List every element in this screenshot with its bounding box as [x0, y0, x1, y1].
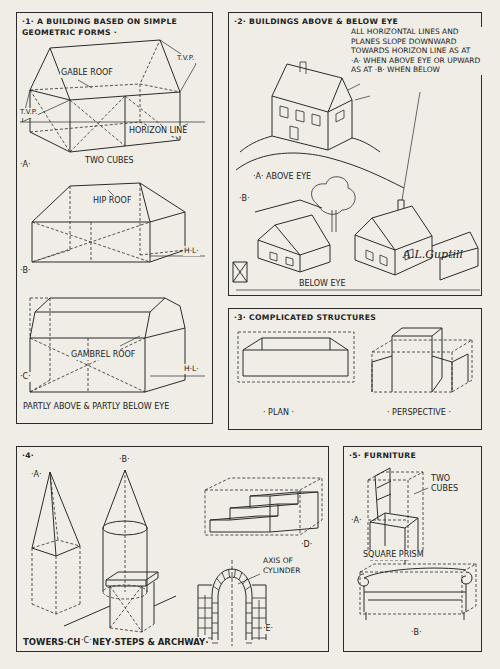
panel-heading: ·3· COMPLICATED STRUCTURES: [229, 309, 481, 323]
callout-label: · PERSPECTIVE ·: [386, 408, 452, 418]
panel-caption: TOWERS·CHIMNEY·STEPS & ARCHWAY·: [23, 637, 208, 647]
panel-heading: ·5· FURNITURE: [344, 447, 481, 461]
callout-label: GAMBREL ROOF: [70, 350, 136, 360]
note-text: AXIS OF CYLINDER: [262, 556, 314, 575]
callout-label: ·B·: [410, 628, 423, 638]
diagram-panel: ·4· TOWERS·CHIMNEY·STEPS & ARCHWAY·: [16, 446, 329, 652]
callout-label: ·A· ABOVE EYE: [252, 172, 312, 182]
diagram-panel: ·1· A BUILDING BASED ON SIMPLE GEOMETRIC…: [16, 12, 213, 424]
callout-label: ·A·: [19, 160, 32, 170]
callout-label: SQUARE PRISM: [362, 550, 425, 560]
callout-label: H·L·: [183, 364, 200, 374]
callout-label: GABLE ROOF: [60, 68, 114, 78]
note-text: ALL HORIZONTAL LINES AND PLANES SLOPE DO…: [350, 27, 482, 75]
signature: A.L.Guptill: [402, 250, 464, 260]
callout-label: H·L·: [183, 246, 200, 256]
panel-heading: ·2· BUILDINGS ABOVE & BELOW EYE: [229, 13, 481, 27]
callout-label: T.V.P.: [19, 108, 38, 118]
note-text: TWO CUBES: [430, 474, 470, 493]
callout-label: ·B·: [238, 194, 251, 204]
callout-label: BELOW EYE: [298, 279, 346, 289]
panel-heading: ·4·: [17, 447, 328, 461]
callout-label: ·B·: [118, 455, 131, 465]
callout-label: · PLAN ·: [262, 408, 295, 418]
callout-label: T.V.P.: [176, 54, 195, 64]
panel-heading: ·1· A BUILDING BASED ON SIMPLE GEOMETRIC…: [17, 13, 212, 38]
callout-label: ·C·: [19, 372, 32, 382]
callout-label: ·E·: [262, 624, 274, 634]
callout-label: ·D·: [300, 540, 313, 550]
callout-label: HORIZON LINE: [128, 126, 188, 136]
callout-label: HIP ROOF: [92, 196, 133, 206]
callout-label: TWO CUBES: [84, 156, 135, 166]
callout-label: ·C·: [80, 636, 93, 646]
callout-label: PARTLY ABOVE & PARTLY BELOW EYE: [22, 402, 170, 412]
callout-label: ·B·: [19, 266, 32, 276]
callout-label: ·A·: [350, 516, 363, 526]
callout-label: ·A·: [30, 470, 43, 480]
